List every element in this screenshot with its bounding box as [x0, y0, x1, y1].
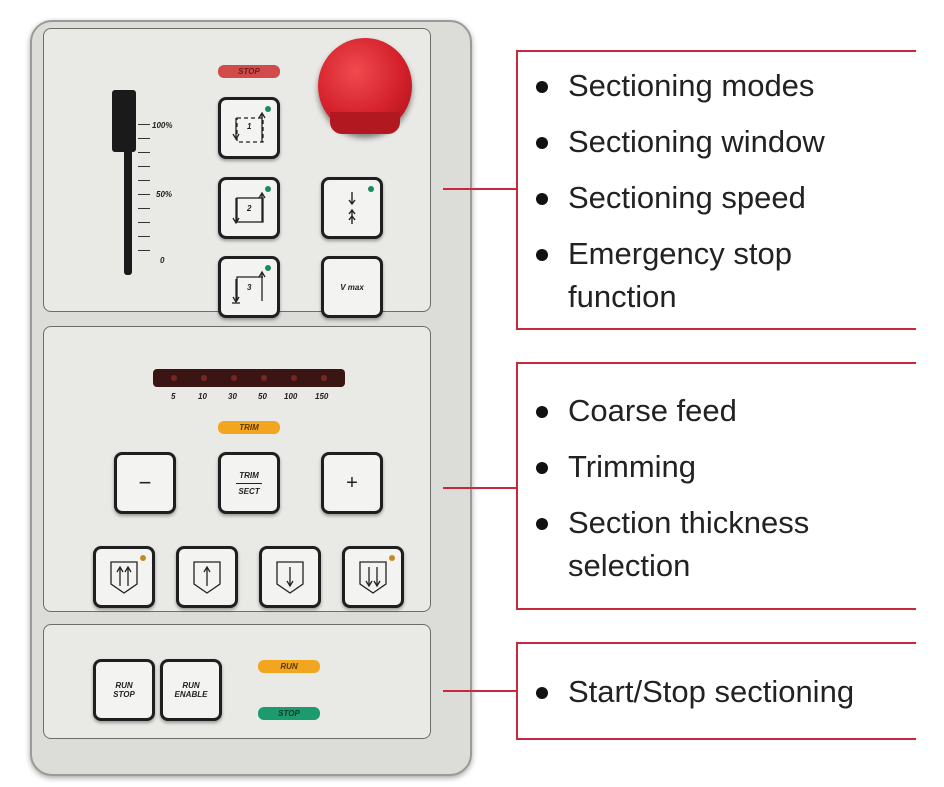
callout-connector-1	[443, 188, 517, 190]
callout-box-3: Start/Stop sectioning	[516, 642, 916, 740]
speed-slider-handle[interactable]	[112, 90, 136, 152]
callout-box-2: Coarse feed Trimming Section thickness s…	[516, 362, 916, 610]
slider-scale-50: 50%	[156, 190, 173, 199]
window-set-icon	[348, 192, 356, 224]
plus-label: +	[346, 471, 358, 494]
mode-1-icon	[232, 111, 266, 143]
mode-3-button[interactable]: 3	[218, 256, 280, 318]
led-50	[261, 375, 267, 381]
plus-button[interactable]: +	[321, 452, 383, 514]
coarse-feed-down-button[interactable]	[259, 546, 321, 608]
coarse-feed-fast-up-button[interactable]	[93, 546, 155, 608]
callout-item: Coarse feed	[518, 389, 916, 432]
coarse-fast-down-led	[389, 555, 395, 561]
mode-2-button[interactable]: 2	[218, 177, 280, 239]
callout-item: Trimming	[518, 445, 916, 488]
mode-1-button[interactable]: 1	[218, 97, 280, 159]
slider-scale-0: 0	[160, 256, 165, 265]
led-5	[171, 375, 177, 381]
double-arrow-down-icon	[359, 561, 387, 594]
coarse-feed-up-button[interactable]	[176, 546, 238, 608]
slider-scale-100: 100%	[152, 121, 173, 130]
minus-label: −	[138, 470, 152, 495]
trim-sect-button[interactable]: TRIM SECT	[218, 452, 280, 514]
trim-sect-divider	[236, 482, 262, 484]
emergency-stop-base	[330, 112, 400, 134]
coarse-fast-up-led	[140, 555, 146, 561]
callout-connector-3	[443, 690, 517, 692]
led-150	[321, 375, 327, 381]
speed-scale-5: 5	[171, 392, 176, 401]
run-stop-label: RUN STOP	[113, 681, 135, 699]
led-10	[201, 375, 207, 381]
run-enable-label: RUN ENABLE	[174, 681, 208, 699]
callout-item: Sectioning window	[518, 120, 916, 163]
callout-item: Start/Stop sectioning	[518, 670, 916, 713]
led-30	[231, 375, 237, 381]
slider-ticks	[138, 124, 150, 264]
speed-slider-track	[124, 120, 132, 275]
mode-2-icon	[232, 191, 266, 225]
double-arrow-up-icon	[110, 561, 138, 594]
trim-indicator: TRIM	[218, 421, 280, 434]
trim-sect-bottom-label: SECT	[238, 486, 260, 496]
callout-box-1: Sectioning modes Sectioning window Secti…	[516, 50, 916, 330]
window-set-button[interactable]	[321, 177, 383, 239]
minus-button[interactable]: −	[114, 452, 176, 514]
mode-2-led	[265, 186, 271, 192]
vmax-label: V max	[340, 282, 364, 292]
callout-item: Section thickness selection	[518, 501, 868, 587]
mode-1-number: 1	[247, 122, 252, 131]
led-100	[291, 375, 297, 381]
speed-scale-30: 30	[228, 392, 237, 401]
mode-3-number: 3	[247, 283, 252, 292]
mode-2-number: 2	[247, 204, 252, 213]
run-indicator: RUN	[258, 660, 320, 673]
run-enable-button[interactable]: RUN ENABLE	[160, 659, 222, 721]
callout-item: Sectioning modes	[518, 64, 916, 107]
arrow-down-icon	[276, 561, 304, 594]
mode-3-icon	[232, 270, 266, 304]
trim-sect-top-label: TRIM	[239, 470, 259, 480]
mode-3-led	[265, 265, 271, 271]
speed-scale-10: 10	[198, 392, 207, 401]
callout-item: Sectioning speed	[518, 176, 916, 219]
window-set-led	[368, 186, 374, 192]
speed-scale-150: 150	[315, 392, 329, 401]
callout-item: Emergency stop function	[518, 232, 838, 318]
speed-scale-50: 50	[258, 392, 267, 401]
coarse-feed-fast-down-button[interactable]	[342, 546, 404, 608]
speed-led-bar	[153, 369, 345, 387]
vmax-button[interactable]: V max	[321, 256, 383, 318]
stop-indicator-top: STOP	[218, 65, 280, 78]
mode-1-led	[265, 106, 271, 112]
callout-connector-2	[443, 487, 517, 489]
run-stop-button[interactable]: RUN STOP	[93, 659, 155, 721]
arrow-up-icon	[193, 561, 221, 594]
speed-scale-100: 100	[284, 392, 298, 401]
stop-indicator-bottom: STOP	[258, 707, 320, 720]
